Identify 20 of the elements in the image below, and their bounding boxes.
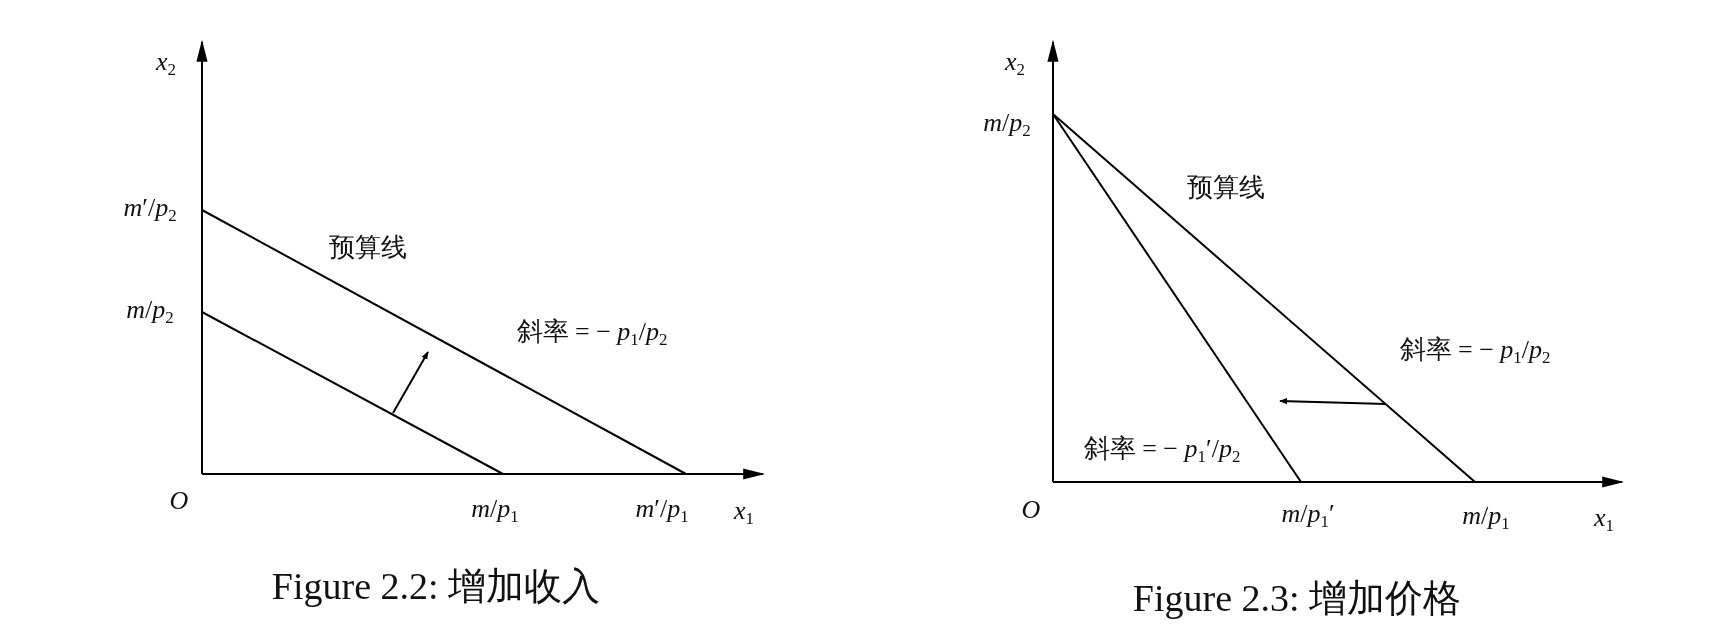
axis-label: x$_{1}$ [1594, 505, 1614, 535]
tick-label: m/p$_{2}$ [983, 110, 1031, 140]
axis-label: x$_{1}$ [734, 498, 754, 528]
axis-label: x$_{2}$ [156, 49, 176, 79]
figure-caption: Figure 2.3: 增加价格 [1132, 579, 1462, 617]
slope-label: 斜率 = − p$_{1}$/p$_{2}$ [516, 319, 668, 349]
tick-label: m′/p$_{1}$ [635, 496, 689, 526]
line-label: 预算线 [1187, 175, 1265, 201]
line-label: 预算线 [329, 235, 407, 261]
tick-label: m/p$_{1}$′ [1281, 501, 1335, 531]
slope-label: 斜率 = − p$_{1}$′/p$_{2}$ [1083, 436, 1241, 466]
axis-label: x$_{2}$ [1005, 49, 1025, 79]
figure-caption: Figure 2.2: 增加收入 [271, 567, 601, 605]
origin-label: O [169, 488, 189, 514]
tick-label: m/p$_{1}$ [1462, 503, 1510, 533]
tick-label: m/p$_{2}$ [126, 297, 174, 327]
origin-label: O [1021, 497, 1041, 523]
slope-label: 斜率 = − p$_{1}$/p$_{2}$ [1399, 337, 1551, 367]
tick-label: m′/p$_{2}$ [123, 195, 177, 225]
tick-label: m/p$_{1}$ [471, 496, 519, 526]
